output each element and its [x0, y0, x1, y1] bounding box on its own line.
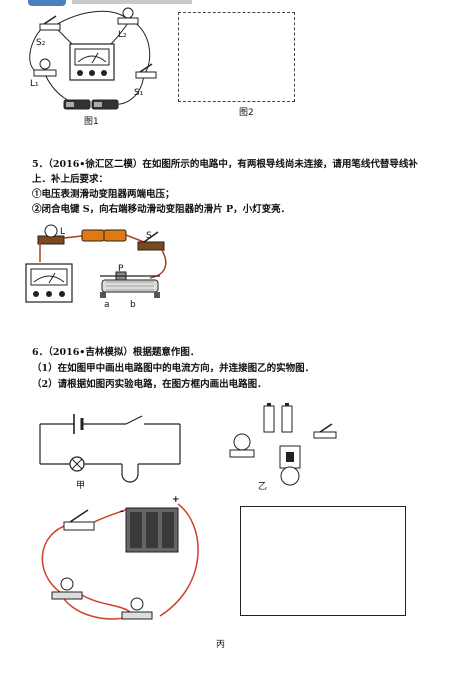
problem-5-title-line2: 上．补上后要求： — [32, 174, 109, 185]
battery-minus-sign: - — [120, 507, 124, 517]
figure-bing-real-circuit — [41, 503, 199, 620]
problem-6-question-1: （1）在如图甲中画出电路图中的电流方向，并连接图乙的实物图． — [32, 363, 315, 374]
problem-5-circuit — [25, 224, 167, 303]
label-l2: L₂ — [118, 30, 127, 40]
label-terminal-a: a — [104, 300, 110, 310]
figure-yi-label: 乙 — [258, 482, 268, 492]
label-s1: S₁ — [134, 88, 144, 98]
figure-bing-label: 丙 — [216, 640, 226, 650]
figure-2-caption: 图2 — [239, 108, 254, 118]
label-lamp-L: L — [60, 227, 66, 237]
label-l1: L₁ — [30, 79, 39, 89]
figure-jia-circuit-diagram — [39, 414, 181, 483]
header-strip — [28, 0, 66, 6]
problem-5-requirement-1: ①电压表测滑动变阻器两端电压； — [32, 189, 175, 200]
figure-jia-label: 甲 — [76, 481, 86, 491]
figure-1-caption: 图1 — [84, 117, 99, 127]
problem-5-requirement-2: ②闭合电键 S，向右端移动滑动变阻器的滑片 P，小灯变亮． — [32, 204, 291, 215]
problem-5-title-line1: 5．（2016•徐汇区二模）在如图所示的电路中，有两根导线尚未连接，请用笔线代替… — [32, 159, 418, 170]
label-slider-P: P — [118, 264, 124, 274]
figure-2-answer-box — [178, 12, 295, 102]
figure-yi-components — [229, 403, 337, 486]
battery-plus-sign: + — [172, 495, 180, 505]
label-switch-S: S — [146, 231, 152, 241]
header-strip-text — [72, 0, 192, 4]
problem-6-question-2: （2）请根据如图丙实验电路，在图方框内画出电路图． — [32, 379, 267, 390]
figure-1-circuit — [29, 7, 157, 110]
problem-6-title: 6．（2016•吉林模拟）根据题意作图． — [32, 347, 200, 358]
label-s2: S₂ — [36, 38, 46, 48]
circuit-diagram-answer-box — [240, 506, 406, 616]
label-terminal-b: b — [130, 300, 136, 310]
